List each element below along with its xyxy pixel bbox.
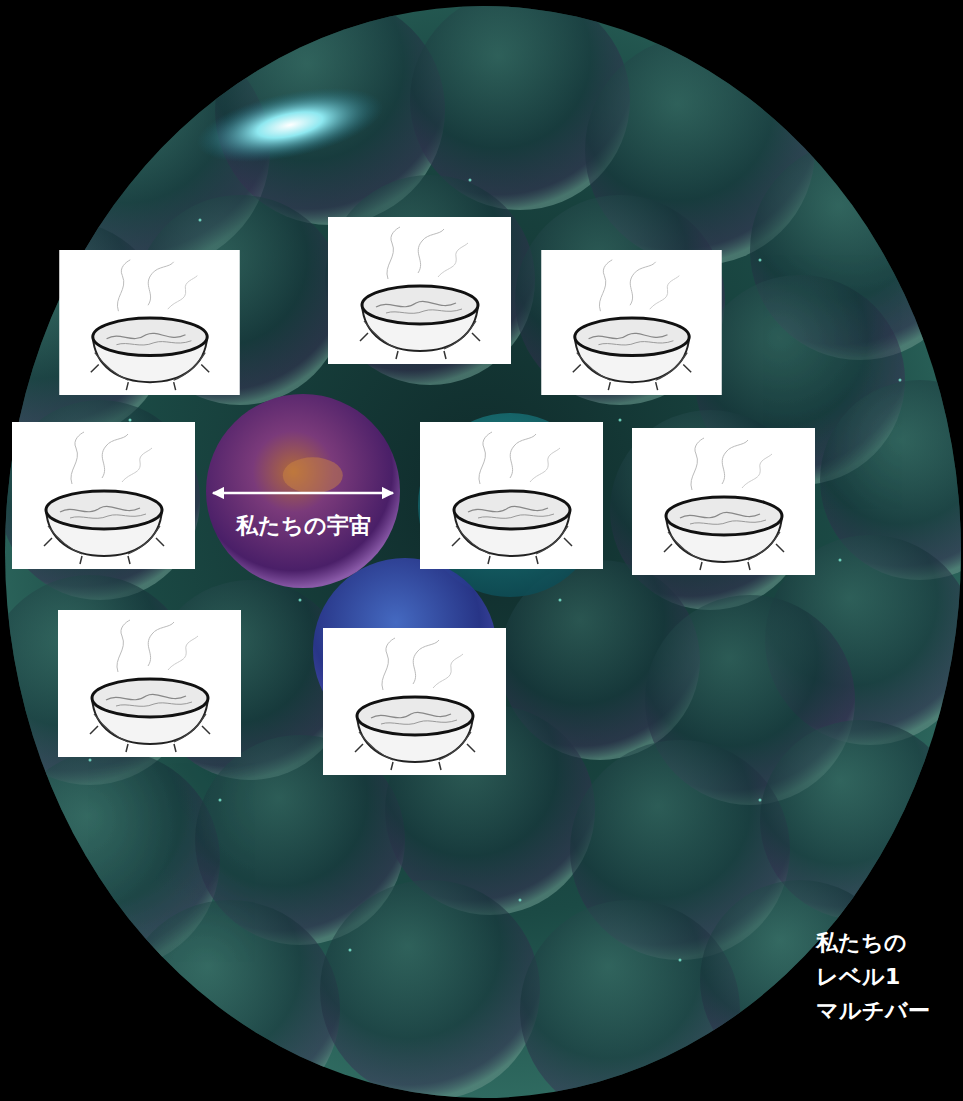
bowl-picture: [59, 250, 240, 395]
diameter-arrow: [213, 492, 393, 495]
bowl-picture: [632, 428, 815, 575]
bowl-picture: [420, 422, 603, 569]
bowl-picture: [541, 250, 722, 395]
bowl-picture: [323, 628, 506, 775]
bowl-picture: [12, 422, 195, 569]
bowl-picture: [58, 610, 241, 757]
multiverse-sphere: 私たちの レベル1 マルチバー 私たちの宇宙: [5, 4, 961, 1096]
bubble-outline: [205, 393, 401, 589]
multiverse-label: 私たちの レベル1 マルチバー: [816, 926, 956, 1028]
universe-bubble: 私たちの宇宙: [205, 393, 401, 589]
bowl-picture: [328, 217, 511, 364]
universe-label: 私たちの宇宙: [236, 511, 371, 541]
